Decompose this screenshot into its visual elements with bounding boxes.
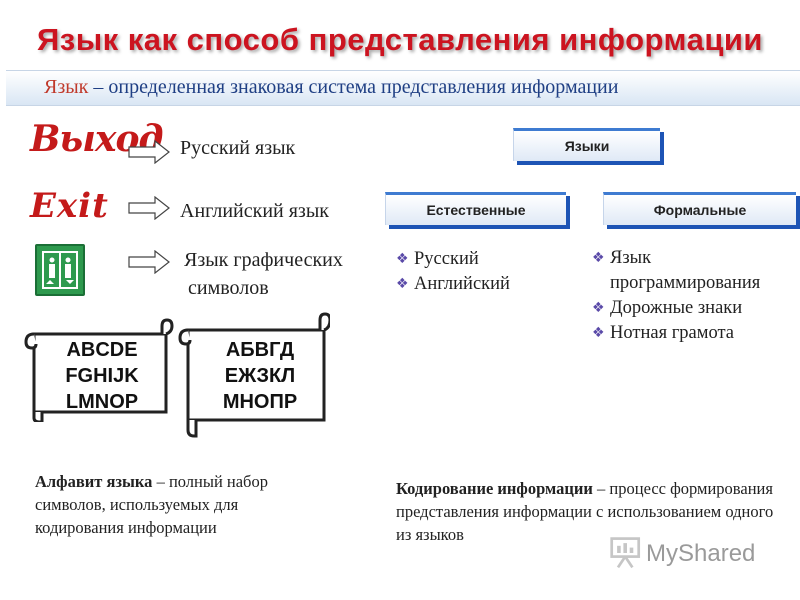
coding-definition-text: – процесс формирования представления инф… (396, 479, 774, 544)
graphic-symbols-label-line1: Язык графических (184, 249, 343, 271)
alphabet-line: ЕЖЗКЛ (224, 365, 296, 387)
definition-bar (6, 70, 800, 106)
graphic-symbols-label: Язык графических символов (184, 246, 343, 302)
elevator-sign-icon (35, 244, 85, 296)
arrow-right-icon (128, 196, 170, 220)
exit-sign-english: Exit (30, 186, 109, 226)
cyrillic-alphabet-scroll (178, 312, 330, 438)
watermark-logo: MyShared (646, 540, 756, 567)
coding-definition: Кодирование информации – процесс формиро… (396, 477, 776, 546)
alphabet-definition: Алфавит языка – полный набор символов, и… (35, 470, 325, 539)
page-title: Язык как способ представления информации (37, 22, 763, 57)
languages-box: Языки (513, 128, 660, 161)
alphabet-line: МНОПР (222, 391, 298, 413)
english-language-label: Английский язык (180, 200, 329, 222)
coding-term: Кодирование информации (396, 479, 593, 498)
graphic-symbols-label-line2: символов (188, 277, 269, 299)
alphabet-line: FGHIJK (65, 365, 139, 387)
natural-languages-box: Естественные (385, 192, 566, 225)
presentation-board-icon (610, 537, 641, 569)
alphabet-definition-text: – полный набор символов, используемых дл… (35, 472, 268, 537)
list-item: Дорожные знаки (592, 296, 797, 321)
list-item: Английский (396, 272, 596, 297)
russian-language-label: Русский язык (180, 137, 296, 159)
alphabet-line: LMNOP (65, 391, 139, 413)
list-item: Язык программирования (592, 246, 797, 296)
latin-alphabet-text: ABCDE FGHIJK LMNOP (38, 337, 166, 415)
natural-languages-list: Русский Английский (396, 247, 596, 297)
definition-text: – определенная знаковая система представ… (88, 76, 619, 98)
alphabet-line: АБВГД (225, 339, 295, 361)
arrow-right-icon (128, 140, 170, 164)
list-item: Нотная грамота (592, 321, 797, 346)
list-item: Русский (396, 247, 596, 272)
alphabet-term: Алфавит языка (35, 472, 153, 491)
formal-languages-list: Язык программирования Дорожные знаки Нот… (592, 246, 797, 346)
latin-alphabet-scroll (24, 318, 174, 422)
cyrillic-alphabet-text: АБВГД ЕЖЗКЛ МНОПР (196, 337, 324, 415)
alphabet-line: ABCDE (66, 339, 138, 361)
arrow-right-icon (128, 250, 170, 274)
formal-languages-box: Формальные (603, 192, 796, 225)
definition-term: Язык (44, 76, 89, 98)
language-definition: Язык – определенная знаковая система пре… (44, 76, 618, 99)
